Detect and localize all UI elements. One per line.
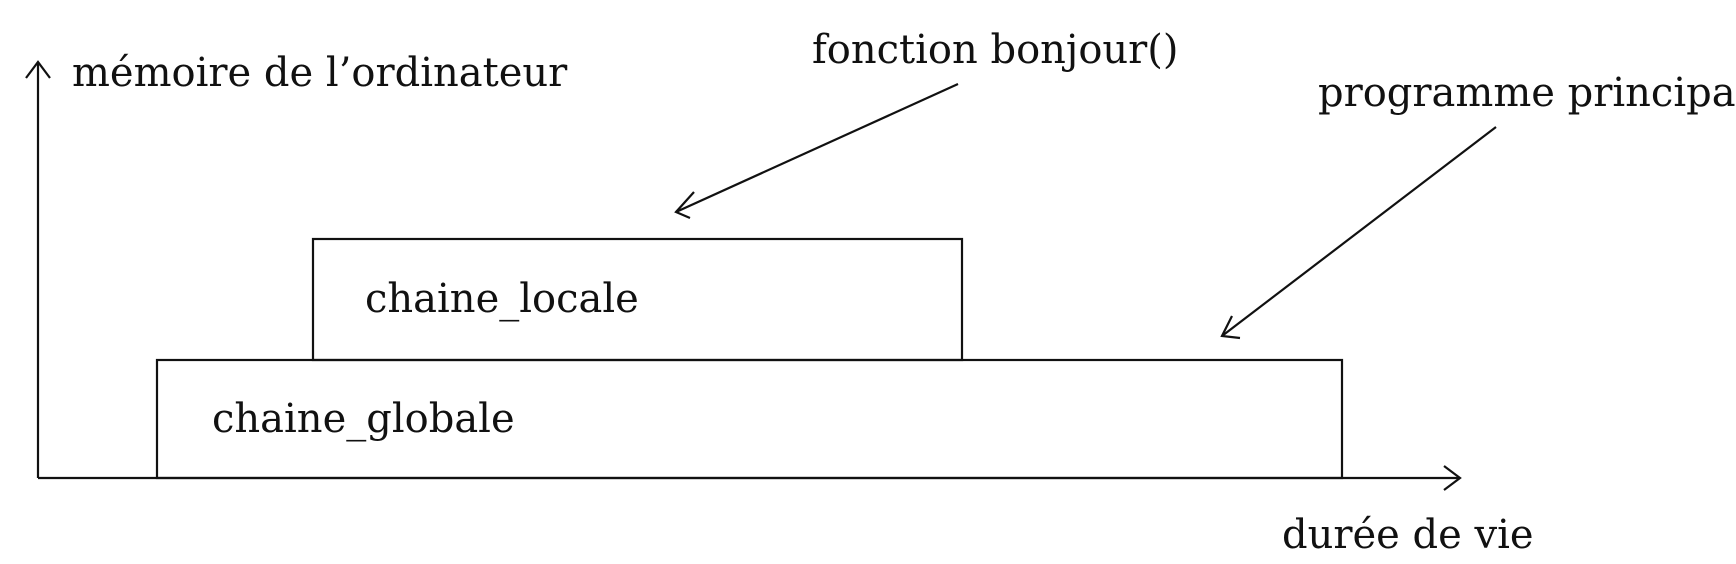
x-axis-label: durée de vie [1282, 512, 1534, 558]
x-axis-arrowhead [1443, 465, 1462, 491]
local-variable-label: chaine_locale [365, 276, 639, 322]
function-arrowhead [674, 191, 695, 220]
function-annotation-arrow [674, 82, 959, 220]
local-variable-box [311, 237, 964, 362]
y-axis-label: mémoire de l’ordinateur [72, 50, 568, 96]
function-annotation-label: fonction bonjour() [812, 27, 1179, 73]
function-arrow-line [675, 82, 959, 214]
global-variable-label: chaine_globale [212, 396, 515, 442]
main-program-arrowhead [1220, 315, 1241, 340]
main-program-arrow-line [1221, 126, 1497, 337]
y-axis [25, 60, 51, 478]
y-axis-arrowhead [25, 60, 51, 79]
main-program-annotation-arrow [1220, 126, 1497, 340]
main-program-annotation-label: programme principal [1318, 70, 1736, 116]
